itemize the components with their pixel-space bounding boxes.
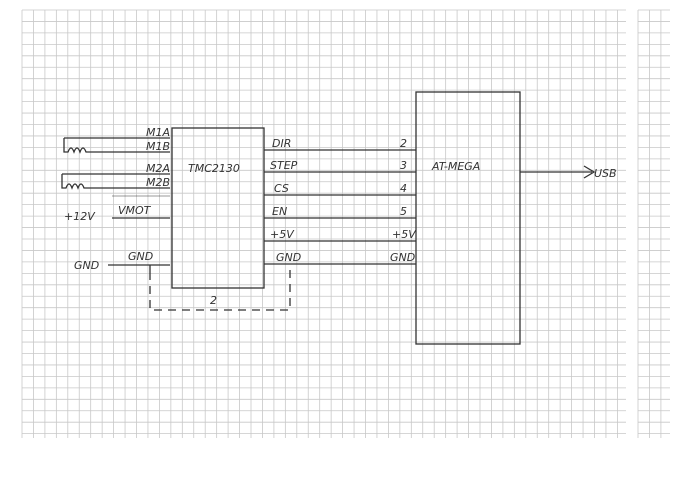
pin-5-label: 5 (400, 205, 407, 218)
en-label: EN (272, 205, 287, 218)
motor-1-coil: M1A M1B (63, 126, 170, 154)
m1b-label: M1B (146, 140, 170, 153)
mcu-5v-label: +5V (392, 228, 417, 241)
gnd-pin-label: GND (128, 250, 153, 263)
dashed-note: 2 (210, 294, 217, 307)
usb-connection: USB (520, 165, 617, 180)
gnd-connection: GND GND (74, 250, 170, 272)
motor-2-coil: M2A M2B (61, 162, 170, 190)
m1a-label: M1A (146, 126, 170, 139)
12v-label: +12V (64, 210, 96, 223)
usb-label: USB (594, 167, 617, 180)
dir-label: DIR (272, 137, 291, 150)
atmega-mcu: AT-MEGA (415, 91, 521, 345)
pin-2-label: 2 (400, 137, 407, 150)
mcu-name: AT-MEGA (431, 160, 480, 173)
driver-name: TMC2130 (188, 162, 240, 175)
dashed-ground-loop: 2 (149, 264, 291, 311)
m2b-label: M2B (146, 176, 170, 189)
vmot-label: VMOT (118, 204, 152, 217)
step-label: STEP (270, 159, 298, 172)
side-grid-strip (637, 9, 670, 438)
pin-4-label: 4 (400, 182, 407, 195)
m2a-label: M2A (146, 162, 170, 175)
signal-lines: DIR STEP CS EN +5V GND 2 3 4 5 +5V GND (264, 137, 417, 265)
grid-paper (21, 9, 626, 438)
pin-3-label: 3 (400, 159, 407, 172)
tmc2130-driver: TMC2130 (171, 127, 265, 289)
5v-label: +5V (270, 228, 295, 241)
vmot-connection: +12V VMOT (64, 204, 170, 223)
cs-label: CS (274, 182, 289, 195)
mcu-gnd-label: GND (390, 251, 415, 264)
gnd-external-label: GND (74, 259, 99, 272)
gnd-label: GND (276, 251, 301, 264)
